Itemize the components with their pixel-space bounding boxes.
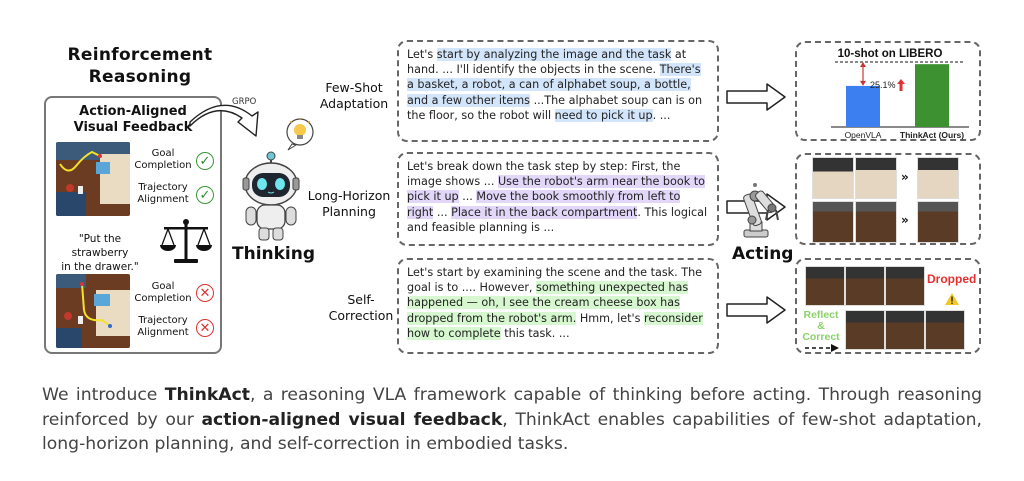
warning-icon xyxy=(945,290,959,309)
trajectory-alignment-label-failure: Trajectory Alignment xyxy=(137,315,189,338)
reflect-correct-label: Reflect & Correct xyxy=(802,309,840,343)
few-shot-adaptation-label: Few-Shot Adaptation xyxy=(319,80,389,111)
reasoning-text: ... xyxy=(458,190,477,204)
dropped-label: Dropped xyxy=(927,272,977,286)
reasoning-text: Let's xyxy=(407,48,437,61)
caption-bold-feedback: action-aligned visual feedback xyxy=(201,409,503,430)
frame-image xyxy=(812,157,854,199)
arrow-head-icon xyxy=(860,62,866,67)
check-icon: ✓ xyxy=(196,186,214,204)
caption-bold-thinkact: ThinkAct xyxy=(164,385,250,405)
frame-image xyxy=(925,310,965,350)
self-correction-label: Self- Correction xyxy=(328,292,394,323)
grpo-arrow-icon xyxy=(189,104,259,137)
reasoning-text: . ... xyxy=(652,108,671,122)
failure-trajectory-image xyxy=(56,274,130,348)
reasoning-text: ...The alphabet soup can is on the floor… xyxy=(407,93,703,122)
libero-chart-box: 10-shot on LIBERO OpenVLA ThinkAct (Ours)… xyxy=(795,41,981,141)
long-horizon-planning-label: Long-Horizon Planning xyxy=(307,188,391,219)
thinking-robot-icon xyxy=(238,118,328,252)
arrow-head-icon xyxy=(860,80,866,86)
next-step-icon: » xyxy=(901,213,909,227)
grpo-label: GRPO xyxy=(232,97,257,107)
bar-openvla xyxy=(846,85,880,127)
frame-image xyxy=(812,201,854,243)
long-horizon-frames-box: » » xyxy=(795,153,981,245)
goal-completion-label-success: Goal Completion xyxy=(134,148,192,171)
reasoning-text: Let's break down the task step by step: … xyxy=(407,160,681,189)
right-arrow-icon xyxy=(726,83,786,111)
chart-title: 10-shot on LIBERO xyxy=(838,48,943,60)
cross-icon: ✕ xyxy=(196,284,214,302)
next-step-icon: » xyxy=(901,170,909,184)
thinking-label: Thinking xyxy=(232,244,316,264)
self-correction-reasoning-box: Let's start by examining the scene and t… xyxy=(397,258,719,354)
check-icon: ✓ xyxy=(196,152,214,170)
title-line-2: Reasoning xyxy=(88,67,192,87)
frame-image xyxy=(917,201,959,243)
right-arrow-icon xyxy=(726,296,786,324)
title-line-1: Reinforcement xyxy=(67,45,213,65)
libero-bar-chart: 10-shot on LIBERO OpenVLA ThinkAct (Ours)… xyxy=(831,48,969,140)
acting-label: Acting xyxy=(732,244,794,264)
figure-caption: We introduce ThinkAct, a reasoning VLA f… xyxy=(42,385,982,454)
few-shot-reasoning-box: Let's start by analyzing the image and t… xyxy=(397,40,719,142)
frame-image xyxy=(805,266,845,306)
frame-image xyxy=(845,266,885,306)
frame-image xyxy=(917,157,959,199)
reinforcement-reasoning-title: Reinforcement Reasoning xyxy=(50,44,230,88)
x-tick-label: OpenVLA xyxy=(845,130,882,140)
frame-image xyxy=(855,157,897,199)
self-correction-frames-box: Dropped Reflect & Correct xyxy=(795,258,981,354)
action-aligned-feedback-panel: Action-Aligned Visual Feedback Goal Comp… xyxy=(44,96,222,354)
improvement-annotation: 25.1% xyxy=(870,80,896,90)
frame-image xyxy=(885,310,925,350)
cross-icon: ✕ xyxy=(196,319,214,337)
frame-image xyxy=(845,310,885,350)
x-tick-label: ThinkAct (Ours) xyxy=(900,130,964,140)
highlighted-text: start by analyzing the image and the tas… xyxy=(436,48,672,61)
goal-completion-label-failure: Goal Completion xyxy=(134,281,192,304)
feedback-title: Action-Aligned Visual Feedback xyxy=(46,104,220,136)
instruction-text: "Put the strawberry in the drawer." xyxy=(61,233,139,273)
reasoning-text: at hand. ... I'll identify the objects i… xyxy=(407,48,687,77)
frame-image xyxy=(885,266,925,306)
frame-image xyxy=(855,201,897,243)
up-arrow-icon xyxy=(897,79,905,91)
success-trajectory-image xyxy=(56,142,130,216)
reasoning-text: ... xyxy=(433,205,452,219)
long-horizon-reasoning-box: Let's break down the task step by step: … xyxy=(397,152,719,246)
trajectory-alignment-label-success: Trajectory Alignment xyxy=(137,182,189,205)
reasoning-text: Hmm, let's xyxy=(576,311,644,325)
reasoning-text: this task. ... xyxy=(500,326,570,340)
reasoning-text: Let's start by examining the scene and t… xyxy=(407,266,703,295)
bar-thinkact xyxy=(915,64,949,127)
feedback-title-line-1: Action-Aligned xyxy=(79,104,187,119)
reasoning-text: . This logical and feasible planning is … xyxy=(407,205,708,234)
dashed-arrow-icon xyxy=(805,344,839,352)
robot-arm-icon xyxy=(738,180,784,244)
highlighted-text: need to pick it up xyxy=(554,108,653,122)
balance-scale-icon xyxy=(158,218,214,270)
highlighted-text: Place it in the back compartment xyxy=(451,205,638,219)
feedback-title-line-2: Visual Feedback xyxy=(73,120,193,135)
